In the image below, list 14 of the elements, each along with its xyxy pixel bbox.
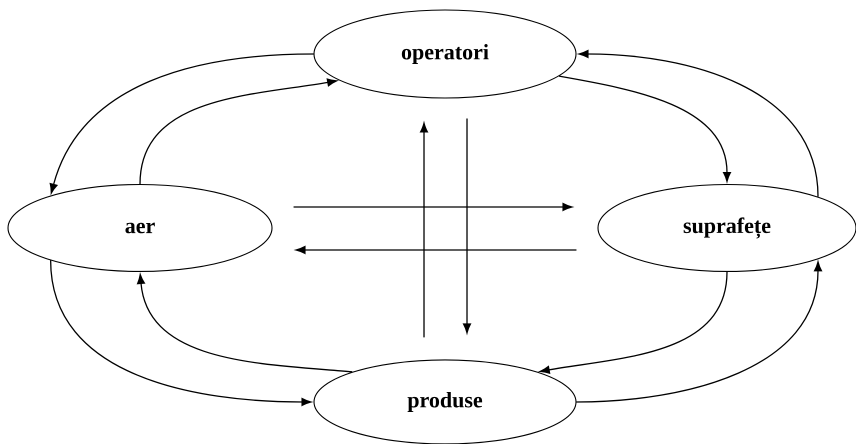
arrow	[558, 76, 732, 182]
arrow	[578, 50, 819, 197]
ellipse-node: aer	[7, 184, 273, 272]
arrow	[420, 122, 428, 338]
arrow	[50, 260, 312, 406]
arrow	[294, 202, 572, 211]
arrow	[137, 274, 352, 372]
arrow	[50, 53, 314, 194]
arrow	[463, 118, 472, 334]
arrow	[139, 78, 338, 184]
arrow	[296, 246, 576, 254]
arrow	[576, 261, 822, 403]
ellipse-node: operatori	[313, 9, 577, 99]
arrow	[540, 272, 728, 374]
